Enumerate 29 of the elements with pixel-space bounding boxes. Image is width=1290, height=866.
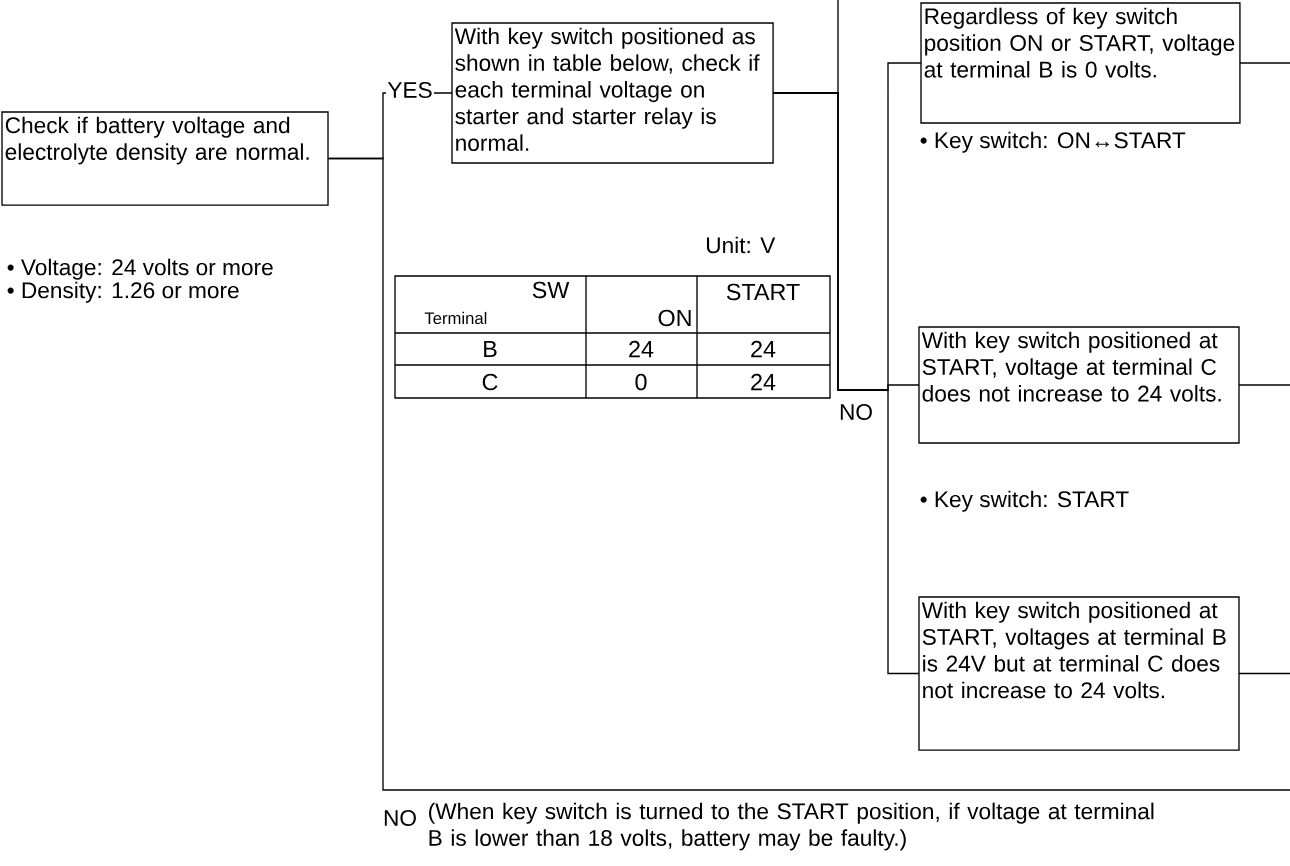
note-text: • Key switch: ON↔START xyxy=(920,131,1186,153)
table-cell: C xyxy=(482,373,498,391)
process-box: With key switch positioned as shown in table below, check if each terminal voltage on starter and starter relay is normal. xyxy=(451,22,774,164)
unit-label: Unit: V xyxy=(706,236,776,254)
table-cell: 24 xyxy=(751,373,776,391)
connector-line xyxy=(1239,62,1290,64)
connector-line xyxy=(1238,672,1290,675)
connector-line xyxy=(327,157,1290,791)
note-text: • Key switch: START xyxy=(920,490,1129,512)
table-cell: 24 xyxy=(629,340,654,358)
edge-label: YES xyxy=(386,80,434,100)
process-box: Check if battery voltage and electrolyte density are normal. xyxy=(1,111,329,206)
note-text: • Density: 1.26 or more xyxy=(7,281,239,303)
table-cell: 24 xyxy=(751,340,776,358)
process-box: With key switch positioned at START, voltages at terminal B is 24V but at terminal C does not increase to 24 volts. xyxy=(918,596,1240,751)
connector-line xyxy=(1238,384,1290,386)
process-box: With key switch positioned at START, voltage at terminal C does not increase to 24 volts. xyxy=(918,326,1240,444)
table-cell: B xyxy=(484,340,497,357)
table-cell: START xyxy=(726,283,800,301)
table-cell: SW xyxy=(532,281,570,299)
note-text: (When key switch is turned to the START position, if voltage at terminal B is lower than 18 volts, battery may be faulty.) xyxy=(429,802,1154,851)
connector-line xyxy=(772,92,920,675)
edge-label: NO xyxy=(381,808,419,828)
note-text: • Voltage: 24 volts or more xyxy=(7,258,273,280)
table-cell: 0 xyxy=(635,373,647,391)
process-box: Regardless of key switch position ON or START, voltage at terminal B is 0 volts. xyxy=(920,2,1241,124)
table-cell: ON xyxy=(658,309,691,327)
edge-label: NO xyxy=(837,402,875,422)
table-cell: Terminal xyxy=(424,311,487,325)
